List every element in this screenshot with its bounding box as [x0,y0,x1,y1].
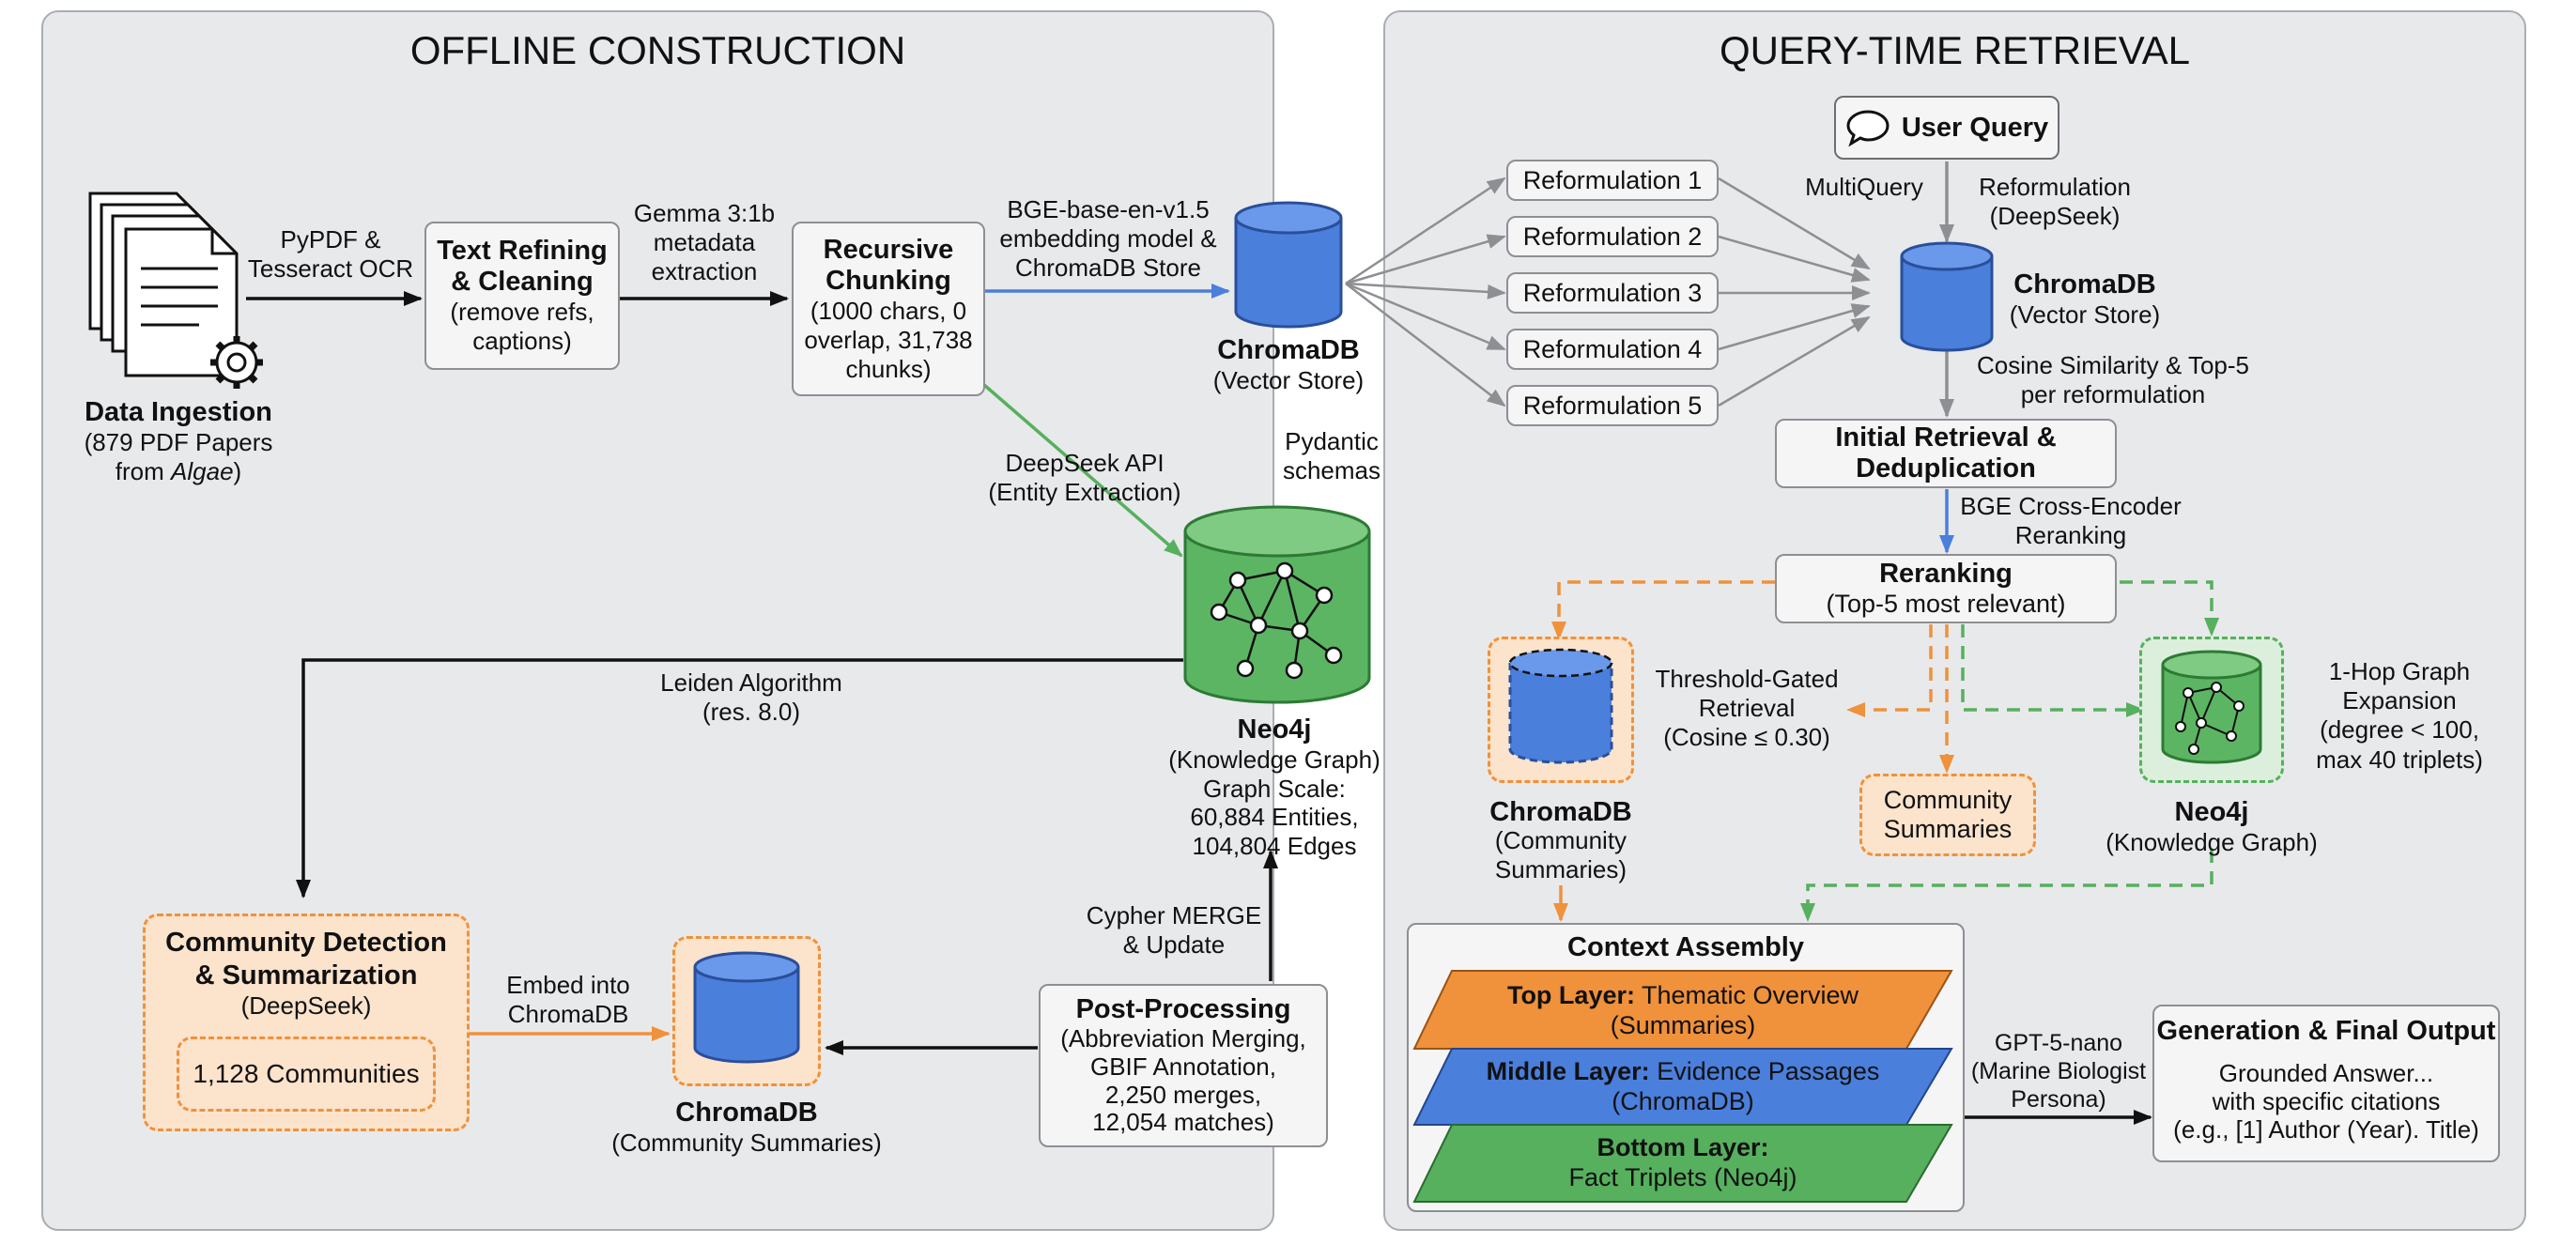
communities-count-box: 1,128 Communities [177,1037,436,1112]
multiquery-label: MultiQuery [1805,173,1923,201]
leiden-label: Leiden Algorithm(res. 8.0) [660,668,842,727]
query-neo4j-sub: (Knowledge Graph) [2106,828,2318,856]
chromadb-vector-title: ChromaDB [1217,335,1360,365]
reformulation-4: Reformulation 4 [1506,329,1719,370]
deepseek-api-label: DeepSeek API(Entity Extraction) [988,449,1181,507]
generation-box: Generation & Final Output Grounded Answe… [2152,1005,2500,1162]
speech-bubble-icon [1846,110,1890,147]
reformulation-deepseek-label: Reformulation(DeepSeek) [1979,173,2131,231]
post-processing-box: Post-Processing (Abbreviation Merging,GB… [1039,984,1328,1147]
middle-layer-label: Middle Layer: Evidence Passages (ChromaD… [1486,1057,1880,1116]
query-neo4j-title: Neo4j [2174,797,2249,827]
bottom-layer-label: Bottom Layer: Fact Triplets (Neo4j) [1568,1133,1797,1192]
initial-retrieval-box: Initial Retrieval &Deduplication [1775,419,2117,488]
query-chromadb-sub: (Vector Store) [2009,300,2161,329]
chromadb-vector-sub: (Vector Store) [1212,366,1365,394]
user-query-box: User Query [1834,96,2059,160]
top-layer-label: Top Layer: Thematic Overview (Summaries) [1506,981,1859,1040]
query-chromadb-title: ChromaDB [2013,269,2156,299]
reformulation-5: Reformulation 5 [1506,385,1719,426]
chromadb-community-sub: (Community Summaries) [611,1129,882,1157]
context-assembly-title: Context Assembly [1567,932,1804,962]
community-detection-sub: (DeepSeek) [240,991,372,1020]
ingestion-detail: (879 PDF Papers from Algae) [84,428,273,486]
query-chromadb-community-title: ChromaDB [1489,797,1632,827]
offline-title: OFFLINE CONSTRUCTION [409,28,906,72]
reranking-box: Reranking (Top-5 most relevant) [1775,554,2117,623]
gear-icon [210,336,263,389]
neo4j-detail: (Knowledge Graph)Graph Scale: 60,884 Ent… [1168,745,1381,861]
reformulation-3: Reformulation 3 [1506,272,1719,314]
neo4j-title: Neo4j [1237,714,1312,745]
query-title: QUERY-TIME RETRIEVAL [1719,28,2190,72]
text-refining-box: Text Refining& Cleaning (remove refs,cap… [424,222,620,370]
community-detection-title: Community Detection& Summarization [165,928,447,991]
ingestion-title: Data Ingestion [85,397,272,427]
chromadb-community-title: ChromaDB [675,1098,818,1128]
reformulation-1: Reformulation 1 [1506,160,1719,201]
reformulation-2: Reformulation 2 [1506,216,1719,257]
cypher-label: Cypher MERGE& Update [1086,901,1262,960]
pypdf-label: PyPDF &Tesseract OCR [247,225,414,284]
